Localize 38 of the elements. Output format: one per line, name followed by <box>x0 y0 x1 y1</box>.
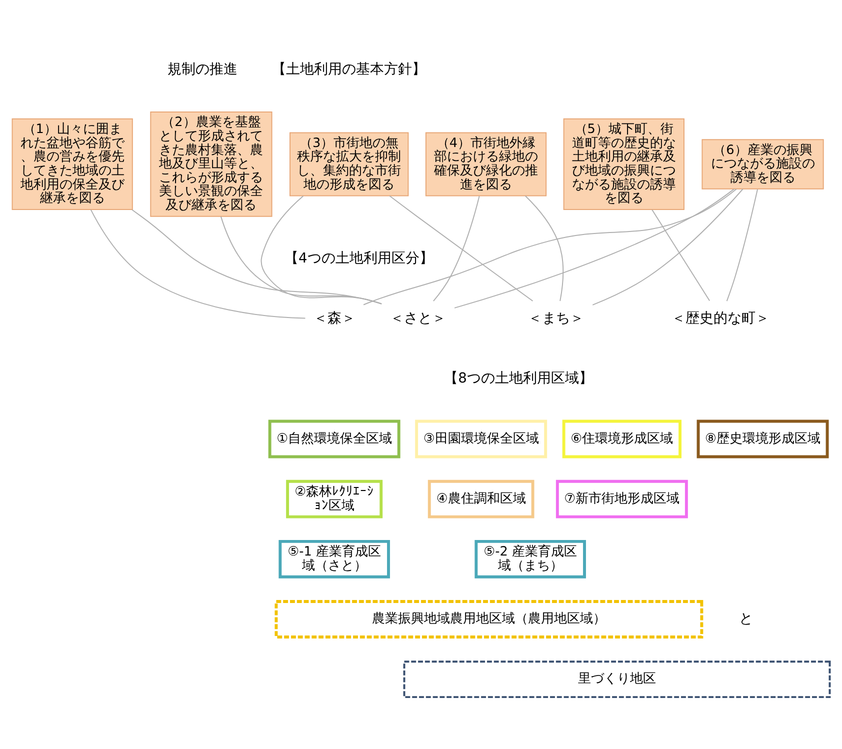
node-box: （3）市街地の無秩序な拡大を抑制し、集約的な市街地の形成を図る <box>290 132 409 196</box>
label: と <box>739 610 754 627</box>
node-box: ③田園環境保全区域 <box>415 420 548 458</box>
node-box: ⑦新市街地形成区域 <box>556 480 688 518</box>
node-box: 里づくり地区 <box>403 660 831 698</box>
node-box: （6）産業の振興につながる施設の誘導を図る <box>702 139 824 190</box>
node-box: （5）城下町、街道町等の歴史的な土地利用の継承及び地域の振興につながる施設の誘導を図る <box>563 118 684 210</box>
connector <box>90 209 306 319</box>
node-box: ⑤-1 産業育成区域（さと） <box>278 540 390 578</box>
node-box: （2）農業を基盤として形成されてきた農村集落、農地及び里山等と、これらが形成する美しい景観の保全及び継承を図る <box>150 112 272 217</box>
node-box: （4）市街地外縁部における緑地の確保及び緑化の推進を図る <box>425 132 547 196</box>
node-box: （1）山々に囲まれた盆地や谷筋で、農の営みを優先してきた地域の土地利用の保全及び継承を図る <box>12 118 133 210</box>
node-box: ①自然環境保全区域 <box>268 420 400 458</box>
node-box: 農業振興地域農用地区域（農用地区域） <box>274 600 704 638</box>
connector <box>592 188 744 306</box>
connector <box>260 195 382 304</box>
node-box: ④農住調和区域 <box>428 480 534 518</box>
node-text: ＜まち＞ <box>528 310 584 326</box>
connector <box>132 209 382 304</box>
node-text: ＜さと＞ <box>390 310 446 326</box>
label: 【8つの土地利用区域】 <box>444 370 593 387</box>
connector <box>652 209 710 302</box>
connector <box>726 188 758 302</box>
connector <box>454 188 735 308</box>
label: 【土地利用の基本方針】 <box>272 61 426 78</box>
node-text: ＜森＞ <box>313 310 356 326</box>
connector <box>432 196 480 302</box>
label: 【4つの土地利用区分】 <box>284 250 434 266</box>
label: 規制の推進 <box>167 61 238 78</box>
node-box: ⑧歴史環境形成区域 <box>696 420 829 458</box>
connector <box>220 216 382 304</box>
node-box: ⑥住環境形成区域 <box>562 420 682 458</box>
node-box: ②森林ﾚｸﾘｴｰｼｮﾝ区域 <box>286 480 383 518</box>
node-text: ＜歴史的な町＞ <box>671 310 770 326</box>
connector <box>389 195 534 302</box>
connector <box>524 195 564 302</box>
connector <box>363 188 737 306</box>
node-box: ⑤-2 産業育成区域（まち） <box>474 540 586 578</box>
